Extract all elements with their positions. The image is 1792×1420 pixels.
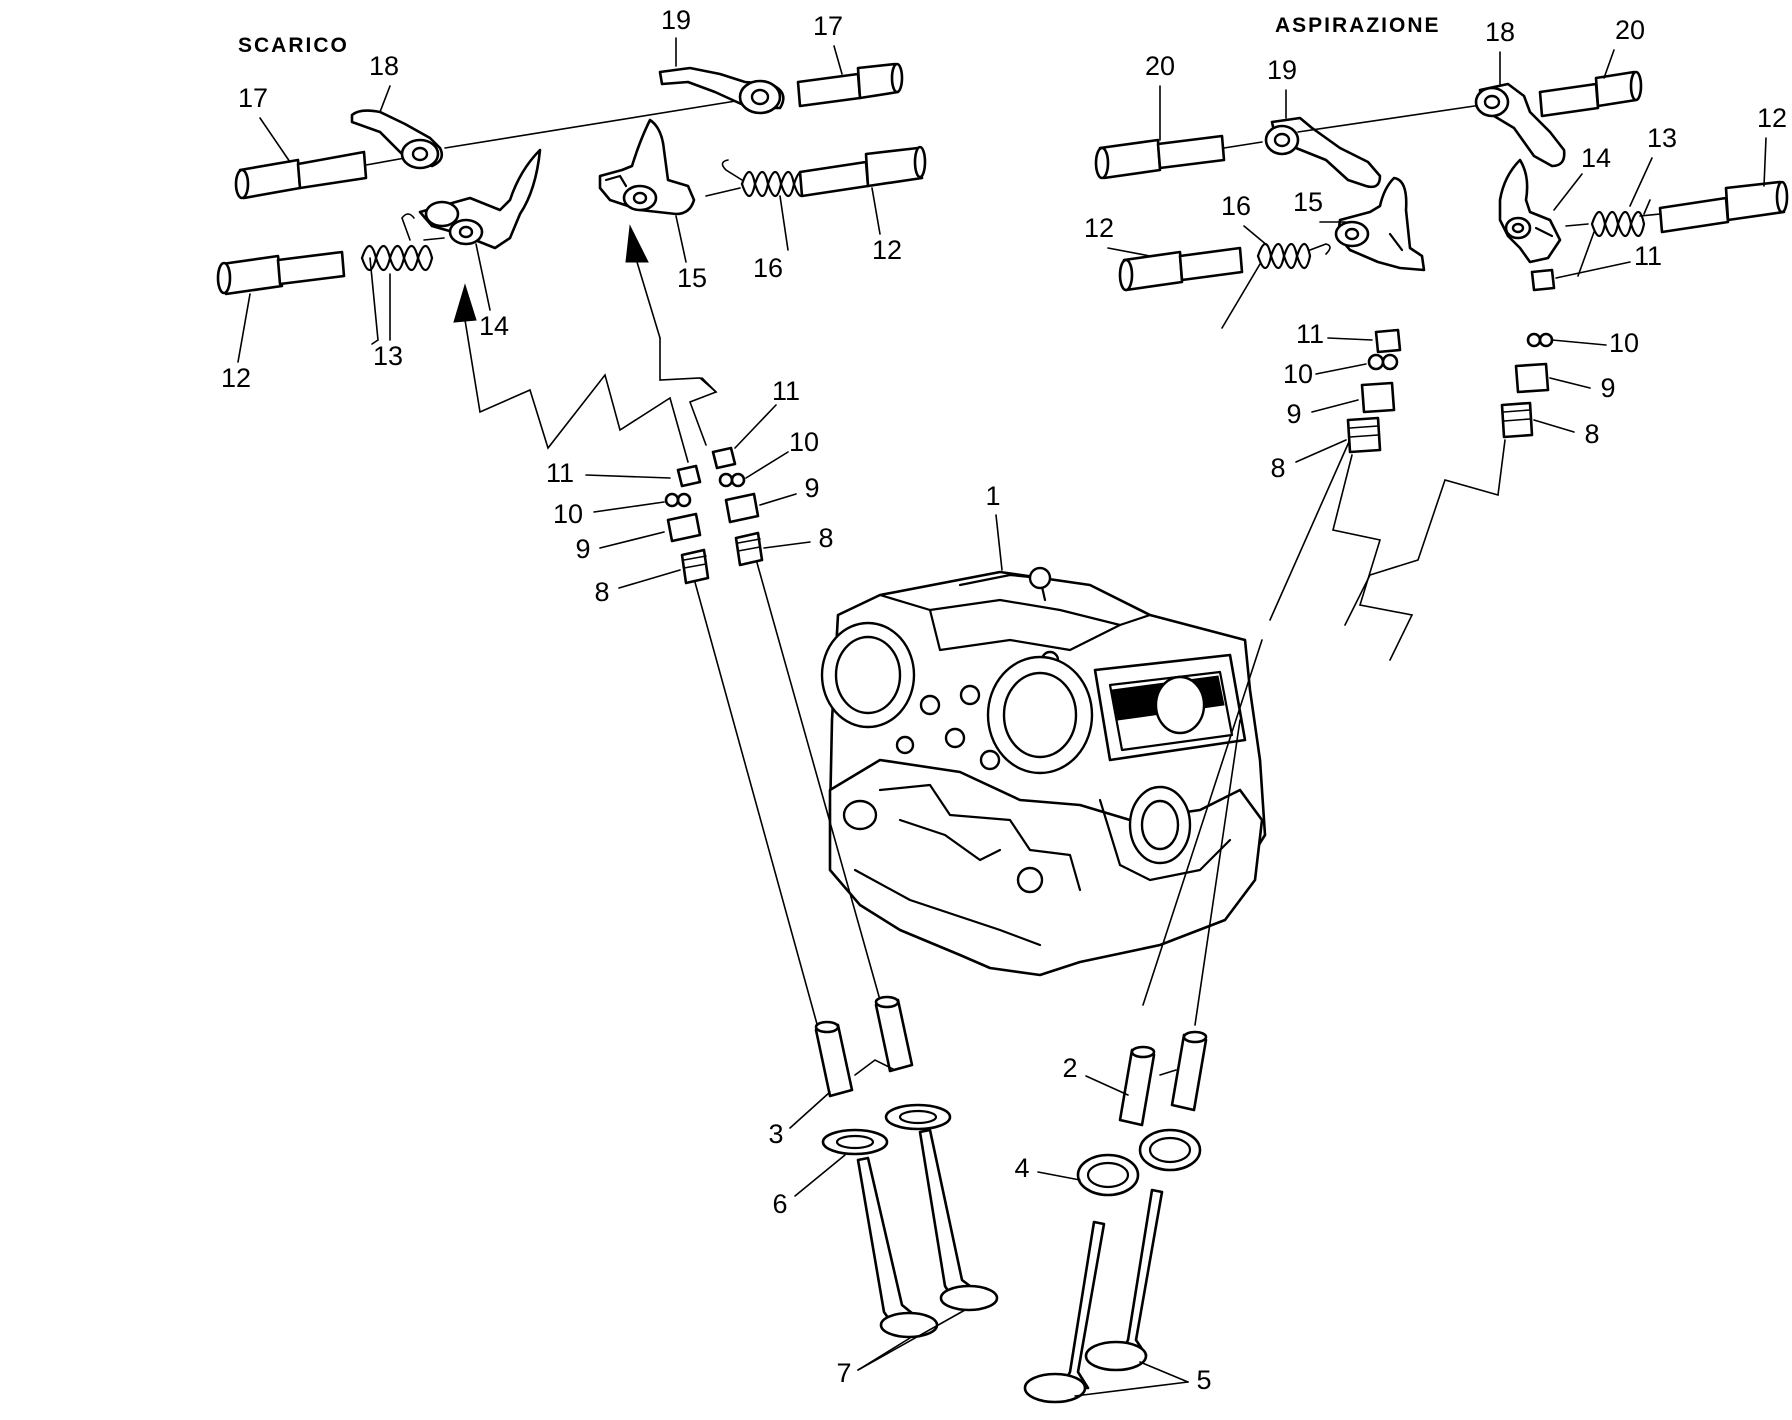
exhaust-right-retainer-stack [711,446,764,567]
callout-exh-12a: 12 [221,363,251,393]
callout-exh-r-8: 8 [818,523,833,553]
callout-exh-12b: 12 [872,235,902,265]
callout-2: 2 [1062,1053,1077,1083]
intake-left-retainer-stack [1346,328,1402,454]
exhaust-rocker-arm-14 [418,148,542,250]
intake-rocker-arm-18 [1474,82,1566,168]
intake-valve-seats [1076,1128,1202,1197]
callout-exh-r-10: 10 [789,427,819,457]
callout-5: 5 [1196,1365,1211,1395]
callout-exh-r-11: 11 [772,376,800,406]
callout-exh-r-9: 9 [804,473,819,503]
callout-exh-17b: 17 [813,11,843,41]
callout-exh-l-10: 10 [553,499,583,529]
exhaust-rocker-shaft-line [444,99,743,149]
callout-int-13: 13 [1647,123,1677,153]
exhaust-rocker-arm-19 [658,66,785,115]
valve-axis-lines [692,434,1353,1036]
callout-exh-18: 18 [369,51,399,81]
callout-1: 1 [985,481,1000,511]
callout-int-18: 18 [1485,17,1515,47]
callout-int-r-9: 9 [1600,373,1615,403]
intake-rocker-pin-20a [1094,134,1226,180]
callout-int-r-8: 8 [1584,419,1599,449]
intake-rocker-arm-15 [1334,176,1426,272]
intake-rocker-arm-19 [1264,116,1382,189]
callout-int-l-11: 11 [1296,319,1324,349]
callout-int-15: 15 [1293,187,1323,217]
callout-exh-13: 13 [373,341,403,371]
callout-int-l-10: 10 [1283,359,1313,389]
callout-int-12b: 12 [1757,103,1787,133]
callout-3: 3 [768,1119,783,1149]
callout-exh-14: 14 [479,311,509,341]
exhaust-rocker-arm-15 [598,118,696,216]
callout-int-l-8: 8 [1270,453,1285,483]
exhaust-rocker-pin-17a [234,150,368,200]
callout-exh-16: 16 [753,253,783,283]
callout-6: 6 [772,1189,787,1219]
callout-int-r-10: 10 [1609,328,1639,358]
exhaust-valve-seats [821,1103,952,1156]
intake-rocker-shaft-line [1297,103,1489,133]
callout-exh-15: 15 [677,263,707,293]
callout-int-20a: 20 [1145,51,1175,81]
exhaust-section-label: SCARICO [238,34,349,57]
exhaust-rocker-spring-16 [721,159,809,251]
callout-4: 4 [1014,1153,1029,1183]
intake-rocker-pin-12b [1658,180,1789,234]
callout-int-r-11: 11 [1634,241,1662,271]
callout-exh-19: 19 [661,5,691,35]
callout-exh-l-9: 9 [575,534,590,564]
exhaust-rocker-pin-17b [796,62,904,108]
callout-int-12a: 12 [1084,213,1114,243]
intake-rocker-arm-14 [1498,158,1562,264]
intake-section-label: ASPIRAZIONE [1275,14,1441,37]
intake-rocker-spring-13 [1577,199,1651,277]
callout-exh-17a: 17 [238,83,268,113]
exhaust-rocker-spring-13 [360,213,434,345]
exhaust-valves [856,1128,999,1339]
exhaust-rocker-pin-12b [798,145,927,198]
exhaust-valve-guides [814,995,914,1098]
intake-rocker-pin-12a [1118,246,1244,292]
intake-rocker-spring-16 [1221,242,1331,329]
intake-right-retainer-stack [1500,268,1556,439]
callout-exh-l-8: 8 [594,577,609,607]
callout-int-14: 14 [1581,143,1611,173]
callout-int-l-9: 9 [1286,399,1301,429]
callout-int-19: 19 [1267,55,1297,85]
callout-int-16: 16 [1221,191,1251,221]
intake-valve-guides [1118,1030,1208,1127]
intake-valves [1023,1188,1164,1404]
intake-assembly-lines [1332,439,1506,661]
intake-rocker-pin-20b [1538,70,1643,118]
exhaust-assembly-arrows [453,224,718,463]
callout-exh-l-11: 11 [546,458,574,488]
exhaust-rocker-pin-12a [216,250,346,296]
callout-int-20b: 20 [1615,15,1645,45]
callout-7: 7 [836,1358,851,1388]
cylinder-head [820,566,1267,977]
exhaust-left-retainer-stack [664,464,710,585]
exhaust-rocker-arm-18 [350,109,444,170]
